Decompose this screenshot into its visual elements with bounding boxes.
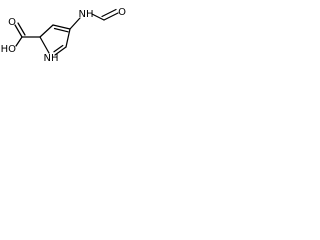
bond-c3-c4-double	[53, 27, 69, 33]
chemical-structure-diagram: HO O NH NH O	[1, 7, 126, 64]
bond-c3-c4	[52, 24, 71, 30]
ring-bonds	[39, 24, 71, 56]
amide-nh-label: NH	[79, 9, 94, 20]
bond-c5-n1	[54, 46, 67, 56]
bond-n1-c2	[39, 36, 50, 54]
formyl-oxygen-label: O	[118, 7, 126, 18]
bond-c2-c3	[39, 24, 54, 38]
bond-c4-c5	[65, 28, 71, 48]
bond-formyl-carbon-o	[103, 12, 119, 21]
bond-carboxyl-carbon-o	[14, 24, 23, 38]
carbonyl-oxygen-label: O	[8, 17, 16, 28]
ring-nh-label: NH	[44, 53, 59, 64]
formamide-bonds	[69, 8, 119, 30]
bond-n-formyl-carbon	[91, 13, 105, 21]
hydroxyl-label: HO	[1, 44, 17, 55]
bond-c5-n1-double	[53, 44, 64, 53]
bond-carboxyl-carbon-oh	[15, 36, 23, 47]
bond-formyl-carbon-o-double	[101, 8, 117, 18]
acid-bonds	[14, 22, 41, 47]
bond-c4-n	[69, 17, 81, 30]
bond-carboxyl-carbon-o-double	[17, 22, 26, 36]
